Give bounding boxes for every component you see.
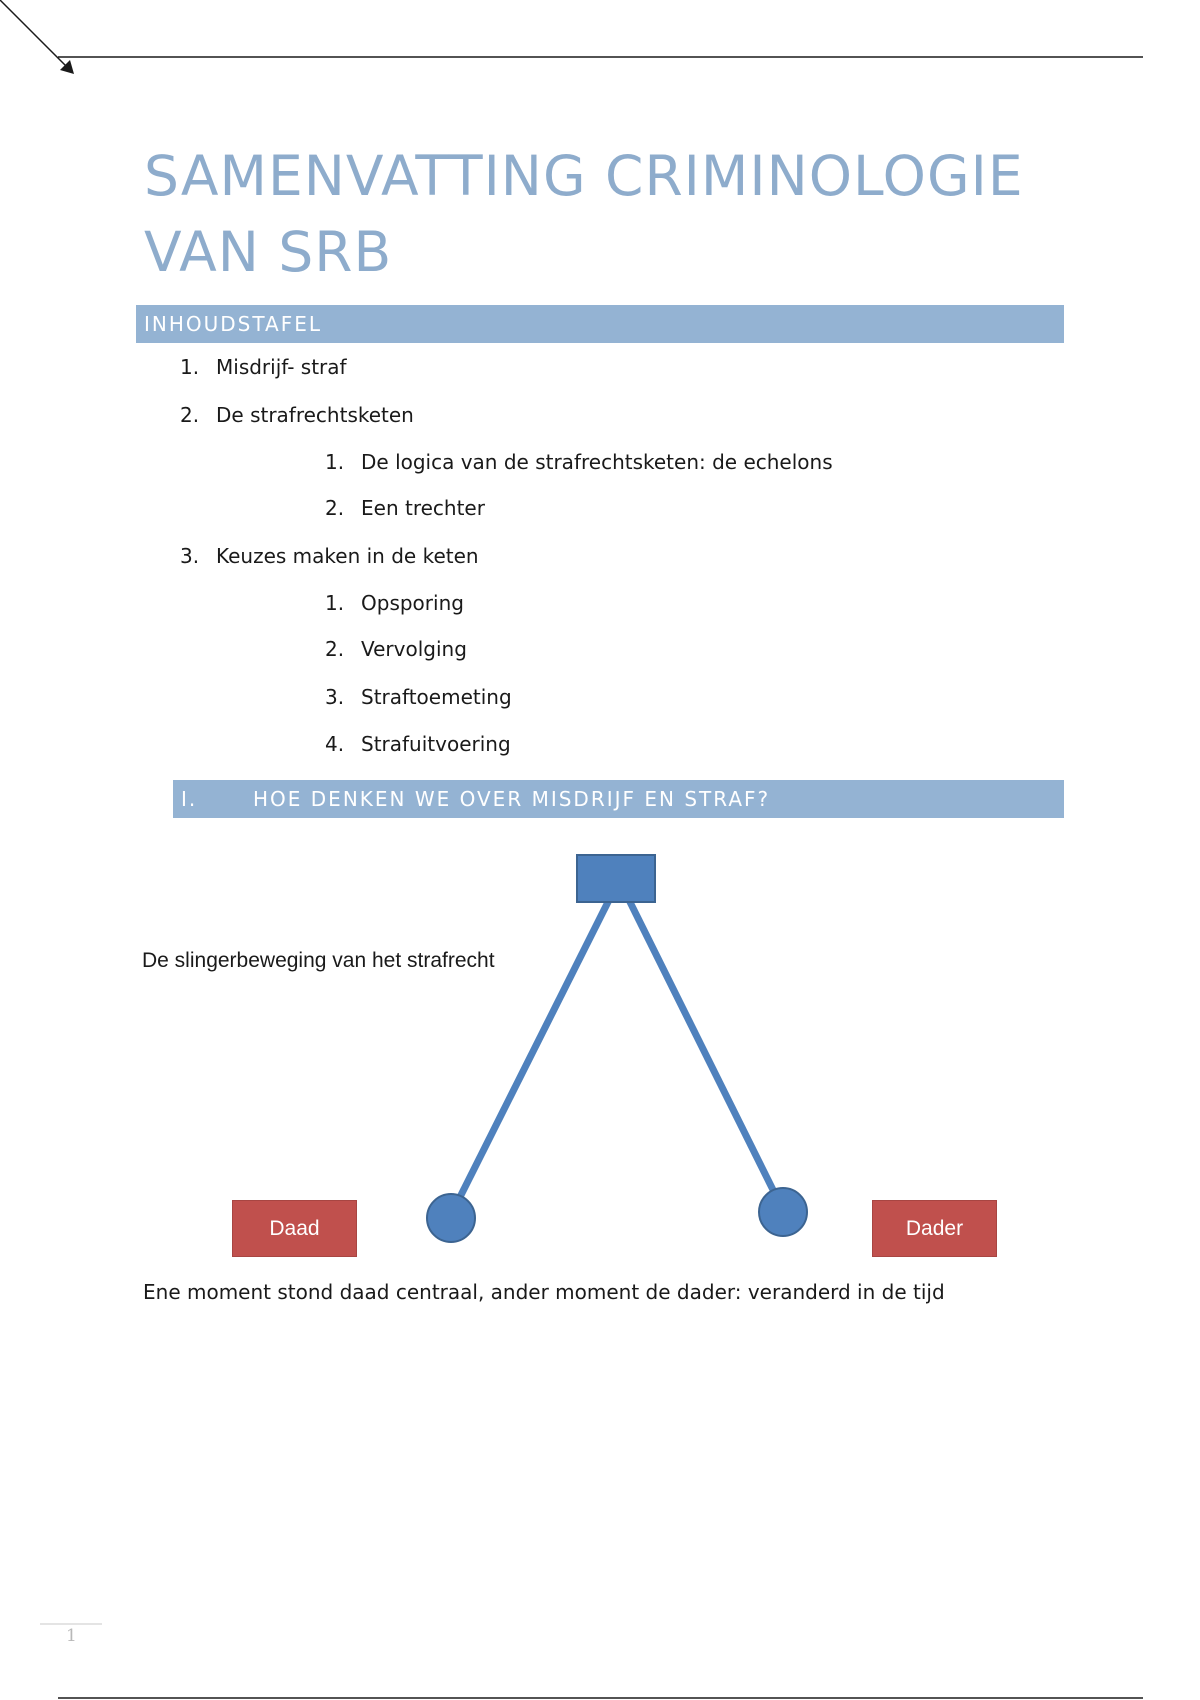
toc-item-label: Keuzes maken in de keten (216, 544, 479, 568)
toc-item[interactable]: 2. De strafrechtsketen (180, 402, 414, 428)
toc-item-number: 1. (325, 450, 345, 474)
toc-item-label: De logica van de strafrechtsketen: de ec… (361, 450, 833, 474)
section-heading: HOE DENKEN WE OVER MISDRIJF EN STRAF? (253, 787, 771, 811)
section-number: I. (181, 787, 198, 811)
toc-item-label: Misdrijf- straf (216, 355, 347, 379)
toc-heading: INHOUDSTAFEL (144, 312, 323, 336)
pendulum-right-bob (758, 1187, 808, 1237)
section-heading-band: I. HOE DENKEN WE OVER MISDRIJF EN STRAF? (173, 780, 1064, 818)
document-title: SAMENVATTING CRIMINOLOGIE VAN SRB (144, 144, 1024, 284)
toc-subitem[interactable]: 1. Opsporing (325, 590, 464, 616)
toc-item-number: 2. (325, 637, 345, 661)
toc-subitem[interactable]: 2. Een trechter (325, 495, 485, 521)
dader-label-box: Dader (872, 1200, 997, 1257)
toc-item-number: 2. (325, 496, 345, 520)
body-paragraph: Ene moment stond daad centraal, ander mo… (143, 1280, 945, 1304)
diagram-caption: De slingerbeweging van het strafrecht (142, 949, 495, 972)
toc-subitem[interactable]: 1. De logica van de strafrechtsketen: de … (325, 449, 833, 475)
pendulum-left-arm (447, 898, 613, 1217)
toc-item-number: 4. (325, 732, 345, 756)
pendulum-right-arm (625, 898, 787, 1212)
toc-item-number: 2. (180, 403, 200, 427)
toc-item-number: 3. (180, 544, 200, 568)
toc-item-number: 1. (325, 591, 345, 615)
toc-item-label: De strafrechtsketen (216, 403, 414, 427)
page-number: 1 (66, 1626, 77, 1646)
toc-item[interactable]: 3. Keuzes maken in de keten (180, 543, 479, 569)
toc-subitem[interactable]: 4. Strafuitvoering (325, 731, 511, 757)
toc-item-label: Opsporing (361, 591, 464, 615)
pendulum-pivot (576, 854, 656, 903)
toc-item-number: 1. (180, 355, 200, 379)
toc-subitem[interactable]: 2. Vervolging (325, 636, 467, 662)
daad-label-box: Daad (232, 1200, 357, 1257)
pendulum-left-bob (426, 1193, 476, 1243)
toc-heading-band: INHOUDSTAFEL (136, 305, 1064, 343)
toc-item[interactable]: 1. Misdrijf- straf (180, 354, 347, 380)
toc-item-label: Straftoemeting (361, 685, 512, 709)
toc-item-label: Strafuitvoering (361, 732, 511, 756)
toc-item-number: 3. (325, 685, 345, 709)
toc-item-label: Een trechter (361, 496, 485, 520)
toc-item-label: Vervolging (361, 637, 467, 661)
toc-subitem[interactable]: 3. Straftoemeting (325, 684, 512, 710)
dader-label: Dader (905, 1216, 964, 1240)
daad-label: Daad (269, 1216, 320, 1240)
